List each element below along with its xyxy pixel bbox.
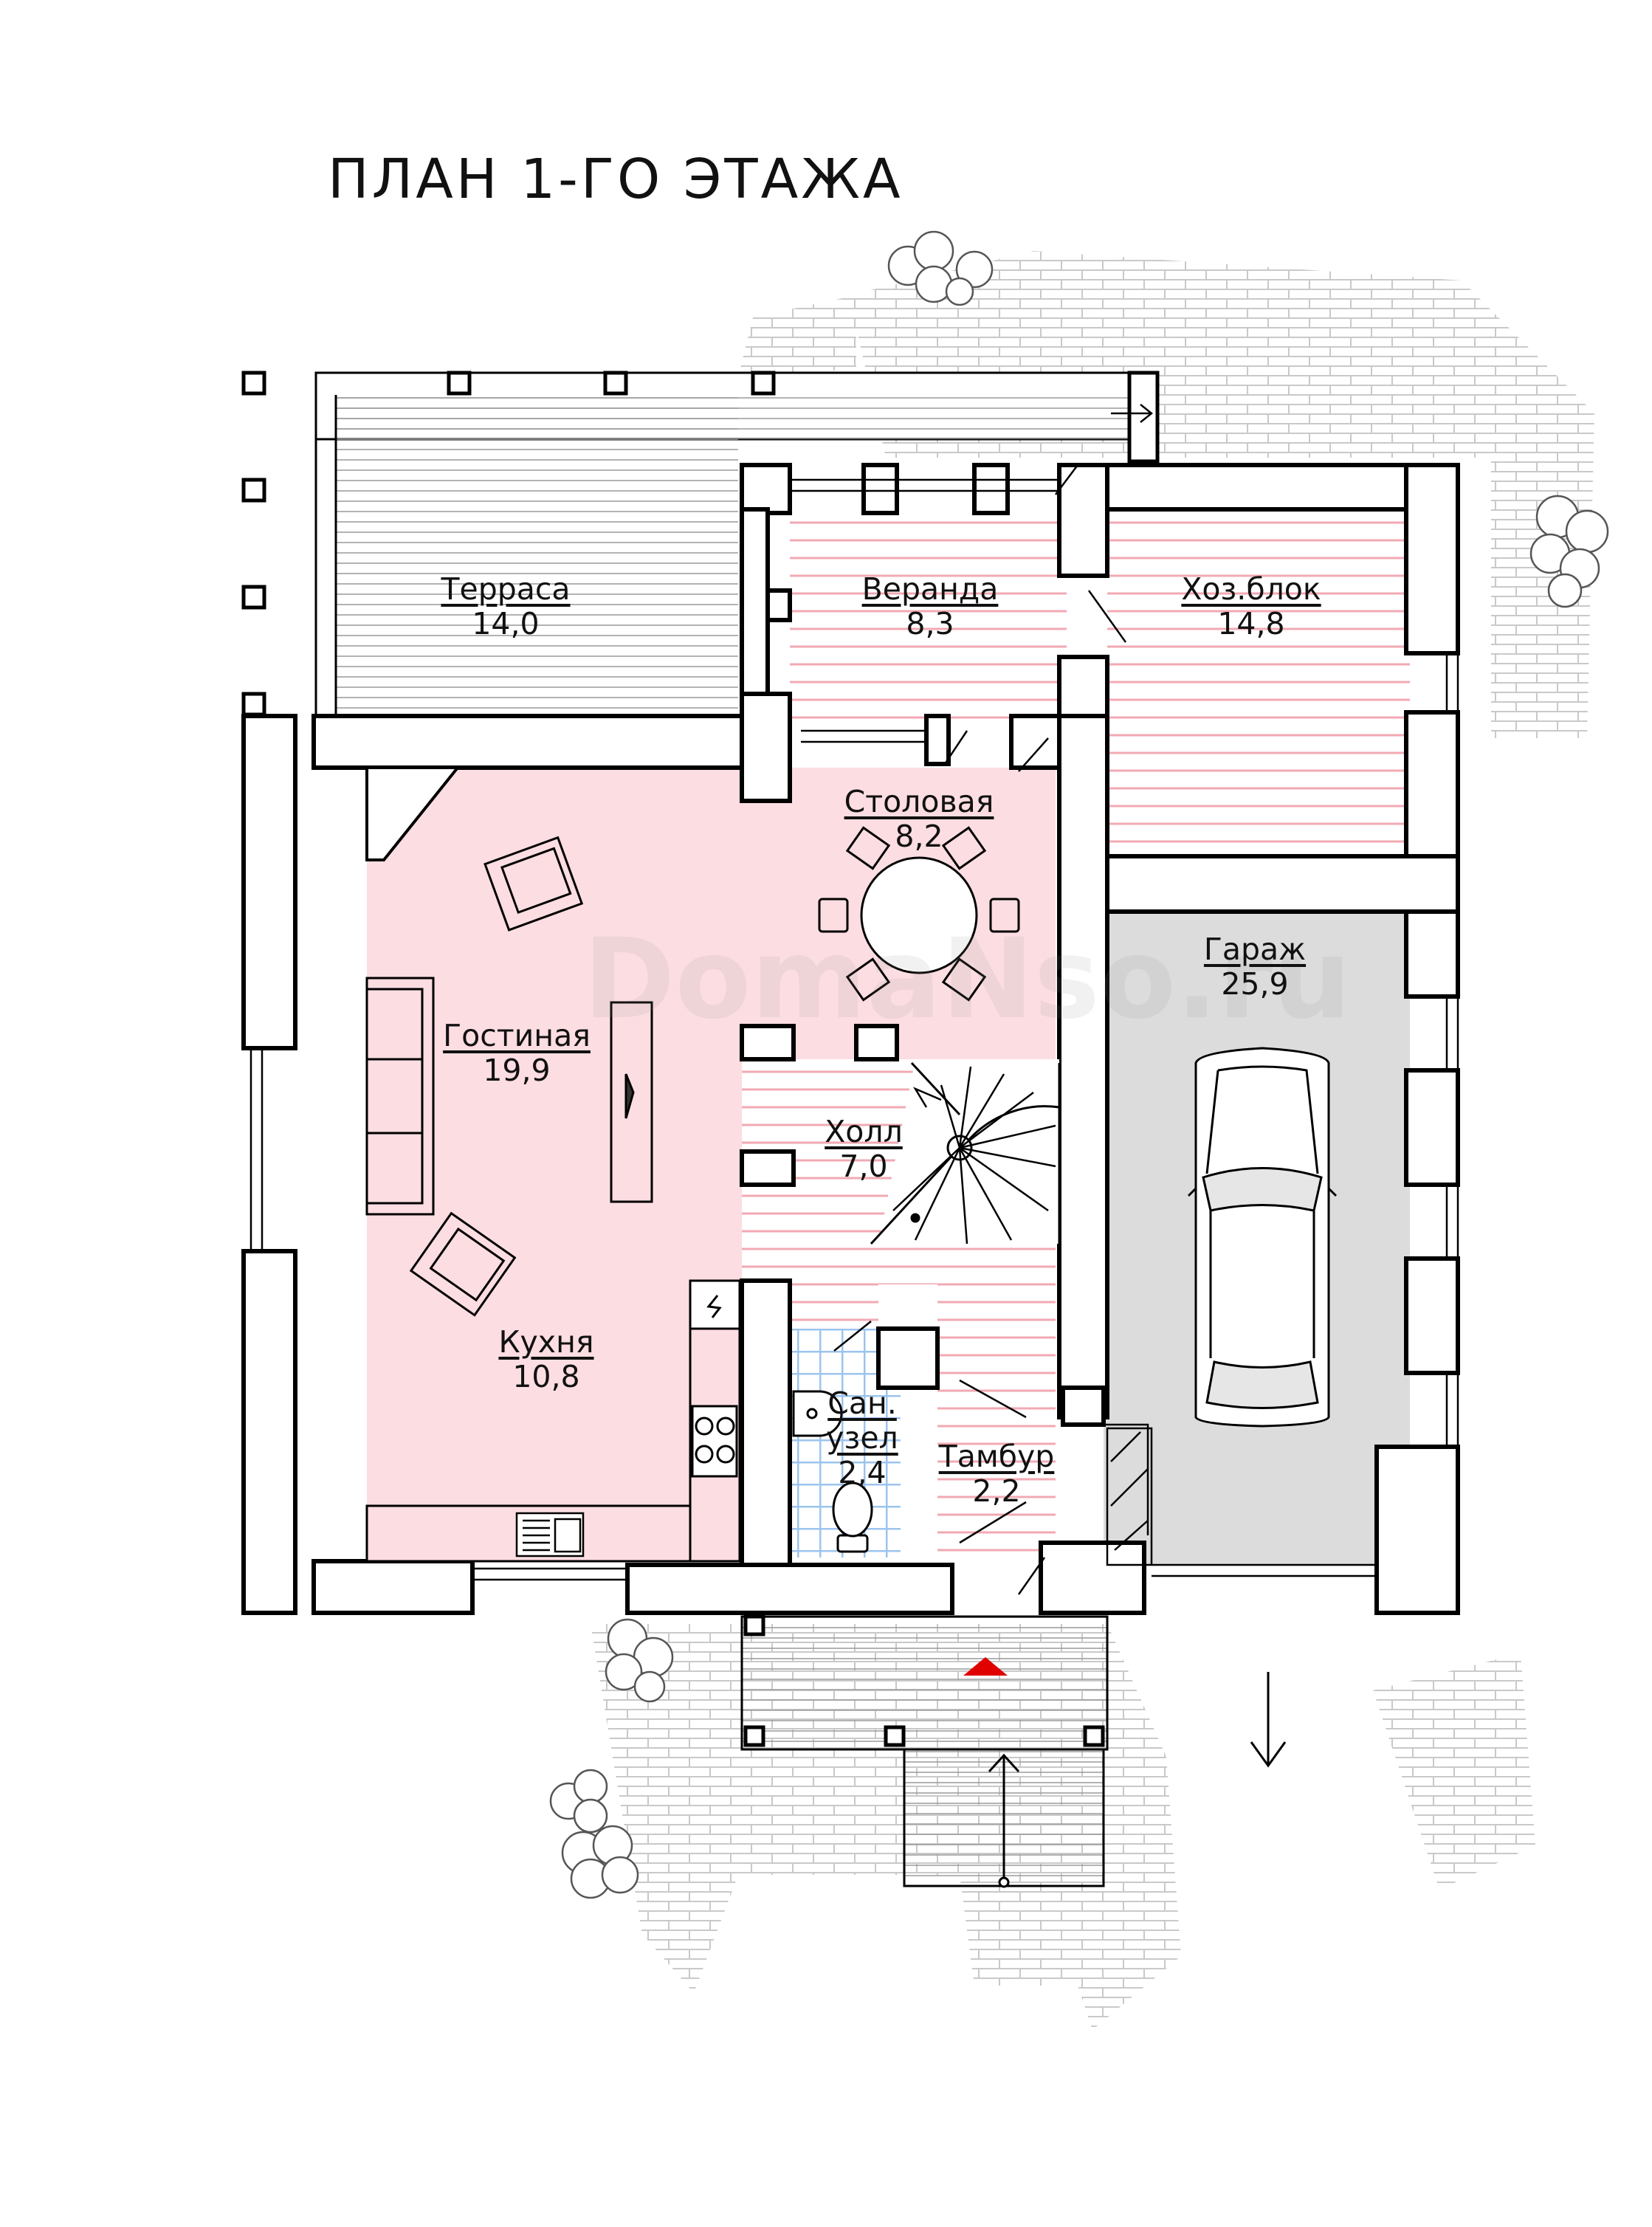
tree-icon [1529, 495, 1609, 608]
room-name: Веранда [861, 571, 999, 607]
room-area: 7,0 [839, 1149, 888, 1185]
tree-icon [549, 1769, 639, 1899]
room-label-living: Гостиная 19,9 [432, 1018, 602, 1089]
room-name: Сан. узел [826, 1386, 898, 1456]
room-name: Холл [825, 1114, 903, 1149]
room-label-garage: Гараж 25,9 [1174, 932, 1336, 1002]
sofa-icon [365, 977, 435, 1216]
room-name: Гостиная [443, 1018, 591, 1053]
dining-table-icon [818, 826, 1020, 1002]
armchair-icon [409, 1211, 517, 1317]
car-icon [1187, 1047, 1338, 1428]
north-arrow-icon [1250, 1672, 1287, 1768]
room-label-vestibule: Тамбур 2,2 [934, 1439, 1059, 1509]
entrance-arrow-icon [963, 1657, 1008, 1676]
room-fills [367, 509, 1410, 1565]
tree-icon [887, 230, 994, 306]
room-area: 25,9 [1221, 966, 1289, 1002]
room-label-hall: Холл 7,0 [790, 1114, 937, 1185]
room-label-bathroom: Сан. узел 2,4 [818, 1386, 906, 1490]
room-area: 14,8 [1217, 606, 1285, 642]
doors [833, 404, 1154, 1595]
spiral-stair-icon [870, 1059, 1061, 1245]
tv-unit [610, 1001, 653, 1203]
terrace-rail [1129, 371, 1159, 463]
decking [314, 371, 1159, 1888]
sink-icon [515, 1512, 585, 1557]
room-name: Хоз.блок [1181, 571, 1321, 607]
room-area: 8,2 [895, 819, 943, 855]
porch-deck [740, 1615, 1109, 1751]
room-label-storage: Хоз.блок 14,8 [1166, 571, 1336, 642]
toilet-icon [832, 1481, 873, 1553]
room-label-terrace: Терраса 14,0 [424, 571, 587, 642]
stove-icon [691, 1405, 738, 1478]
room-area: 2,2 [972, 1473, 1021, 1510]
room-name: Тамбур [938, 1439, 1055, 1474]
room-name: Терраса [441, 571, 571, 607]
armchair-icon [483, 836, 584, 932]
walls [241, 463, 1460, 1615]
room-label-dining: Столовая 8,2 [830, 784, 1008, 855]
living-kitchen-dining-floor [367, 768, 1056, 1557]
room-area: 2,4 [838, 1455, 887, 1491]
room-area: 19,9 [483, 1053, 551, 1089]
room-name: Кухня [498, 1324, 594, 1360]
fireplace [365, 766, 461, 861]
garage-steps [1106, 1427, 1153, 1566]
windows [249, 478, 1459, 1581]
room-area: 8,3 [906, 606, 954, 642]
washbasin-icon [792, 1390, 843, 1437]
plan-title: ПЛАН 1-ГО ЭТАЖА [328, 148, 904, 211]
watermark: DomaNso.ru [583, 915, 1352, 1044]
tree-icon [605, 1618, 674, 1703]
room-label-kitchen: Кухня 10,8 [465, 1324, 627, 1395]
room-label-veranda: Веранда 8,3 [849, 571, 1011, 642]
room-area: 10,8 [512, 1359, 580, 1395]
room-name: Гараж [1203, 932, 1307, 967]
room-name: Столовая [844, 784, 994, 819]
room-area: 14,0 [472, 606, 540, 642]
